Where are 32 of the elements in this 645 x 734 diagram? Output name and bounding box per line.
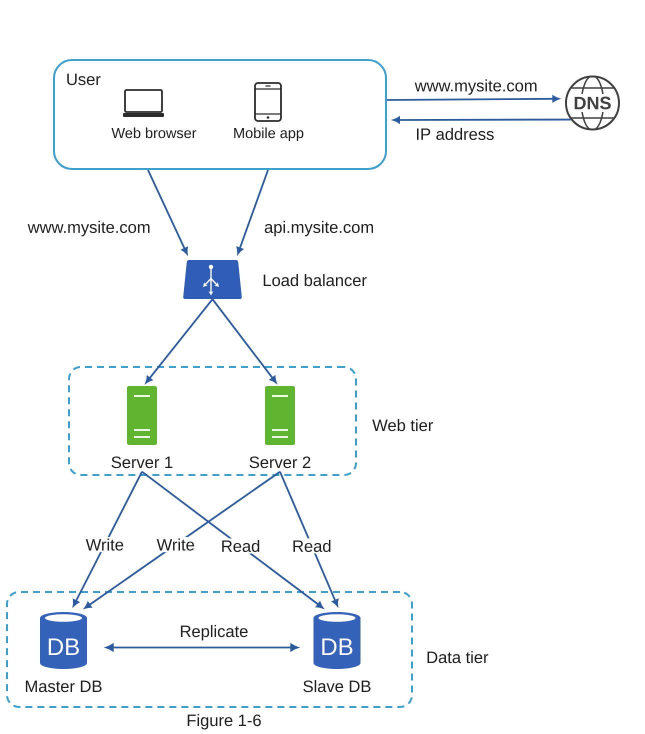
arrow <box>393 116 571 124</box>
arrow <box>72 471 143 606</box>
device-label: Web browser <box>111 128 196 138</box>
arrow <box>145 298 214 384</box>
double-arrow <box>106 644 298 652</box>
arrow <box>147 170 188 254</box>
database-label: Slave DB <box>303 680 370 692</box>
server-label: Server 1 <box>112 456 172 468</box>
database-label: Master DB <box>26 680 102 692</box>
edge-label: Read <box>219 538 262 554</box>
arrow <box>236 170 269 254</box>
edge-label: www.mysite.com <box>26 219 152 238</box>
edge-label: Read <box>290 538 334 554</box>
arrow <box>279 471 338 606</box>
caption: Figure 1-6 <box>188 714 261 730</box>
edge-label: IP address <box>414 126 496 142</box>
arrow <box>386 95 560 102</box>
device-label: Mobile app <box>234 128 304 142</box>
server-label: Server 2 <box>250 456 310 468</box>
node-label: Load balancer <box>264 274 367 286</box>
edge-label: Replicate <box>178 624 250 642</box>
edge-label: api.mysite.com <box>262 219 376 238</box>
arrow <box>141 470 324 608</box>
edge-label: Write <box>84 537 126 552</box>
arrow <box>212 298 277 384</box>
edge-label: Write <box>155 537 196 552</box>
tier-label: Web tier <box>372 419 434 432</box>
tier-label: Data tier <box>428 651 488 664</box>
database-cylinder: DB <box>314 612 360 669</box>
edge-label: www.mysite.com <box>413 78 540 96</box>
arrow <box>84 470 281 609</box>
database-cylinder: DB <box>40 612 87 669</box>
